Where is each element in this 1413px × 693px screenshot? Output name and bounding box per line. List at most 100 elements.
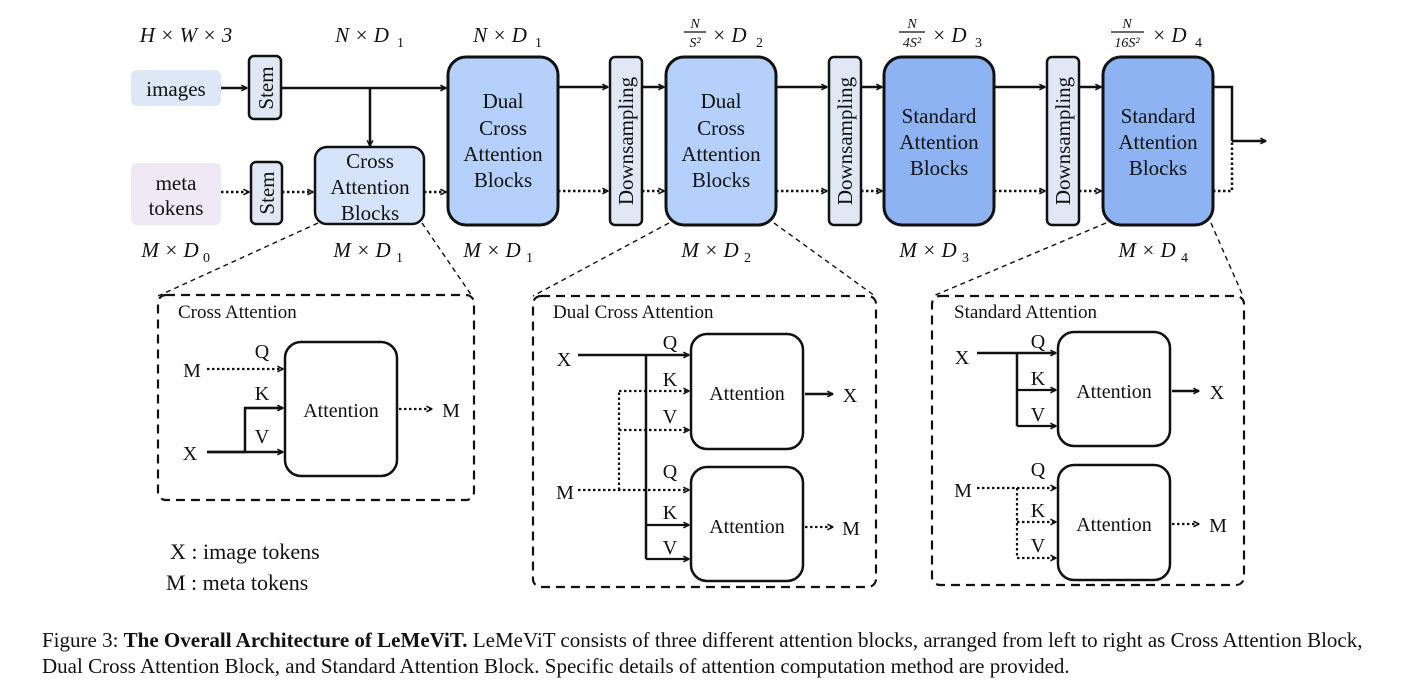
dual-v-bottom: V xyxy=(663,537,678,559)
panel-standard-attention: Standard Attention Attention Attention X… xyxy=(930,294,1246,587)
cross-attention-unit xyxy=(283,340,399,478)
zoom-line-dual-left xyxy=(532,222,670,297)
std-q-bottom: Q xyxy=(1031,459,1046,481)
dim-bottom-stage1-sub: 1 xyxy=(526,251,533,266)
zoom-line-cross-left xyxy=(157,222,319,297)
dual1-label-4: Blocks xyxy=(474,168,532,192)
dim-top-stage3: N 4S² × D 3 xyxy=(899,17,982,51)
cross-output-m: M xyxy=(442,400,460,422)
dim-top-stage4: N 16S² × D 4 xyxy=(1111,17,1202,51)
dim-bottom-stage2-sub: 2 xyxy=(744,251,751,266)
dim-bottom-cross-main: M × D xyxy=(332,238,390,262)
dim-bottom-stage4: M × D 4 xyxy=(1117,238,1188,266)
std-attention-unit-bottom xyxy=(1056,463,1172,582)
dual-attention-bottom-label: Attention xyxy=(709,516,785,538)
std-output-m: M xyxy=(1209,515,1227,537)
dual1-label-2: Cross xyxy=(479,116,527,140)
std2-label-3: Blocks xyxy=(1129,156,1187,180)
dim-bottom-stage1-main: M × D xyxy=(462,238,520,262)
panel-std-border xyxy=(930,294,1246,587)
dim-bottom-stage3-main: M × D xyxy=(898,238,956,262)
std1-label-2: Attention xyxy=(899,130,979,154)
dual-input-x: X xyxy=(557,349,572,371)
dim-top-stage3-den: 4S² xyxy=(903,36,922,51)
caption-label: Figure 3: xyxy=(42,628,124,652)
panel-std-title: Standard Attention xyxy=(954,302,1098,323)
meta-tokens-input-box xyxy=(131,163,221,225)
images-label: images xyxy=(146,77,205,101)
dim-top-stem-main: N × D xyxy=(334,23,389,47)
zoom-line-dual-right xyxy=(773,222,876,297)
images-input-box xyxy=(131,70,221,106)
downsampling-3 xyxy=(1045,55,1081,227)
dim-top-stage4-num: N xyxy=(1121,17,1132,32)
dual-output-x: X xyxy=(843,385,858,407)
stem-image-label: Stem xyxy=(254,66,278,109)
dual-q-top: Q xyxy=(663,332,678,354)
dim-bottom-stage1: M × D 1 xyxy=(462,238,533,266)
dim-top-stem-sub: 1 xyxy=(397,36,404,51)
dim-bottom-input: M × D 0 xyxy=(140,238,210,266)
architecture-diagram: images meta tokens Stem Stem Cross Atten… xyxy=(131,17,1413,595)
caption-title: The Overall Architecture of LeMeViT. xyxy=(123,628,468,652)
std-v-bottom: V xyxy=(1031,535,1046,557)
standard-attention-block-1 xyxy=(882,55,996,227)
std-v-top: V xyxy=(1031,404,1046,426)
panel-dual-title: Dual Cross Attention xyxy=(553,302,714,323)
dim-top-stage2: N S² × D 2 xyxy=(684,17,763,51)
std1-label-3: Blocks xyxy=(910,156,968,180)
panel-cross-border xyxy=(156,293,476,502)
downsampling-1-label: Downsampling xyxy=(614,76,638,205)
legend-m: M : meta tokens xyxy=(166,570,308,595)
cross-attention-unit-label: Attention xyxy=(303,400,379,422)
legend-x: X : image tokens xyxy=(170,539,320,564)
panel-cross-title: Cross Attention xyxy=(178,302,297,323)
dim-bottom-stage2-main: M × D xyxy=(680,238,738,262)
dual-attention-top-label: Attention xyxy=(709,383,785,405)
zoom-line-std-left xyxy=(932,222,1107,297)
dim-top-stem: N × D 1 xyxy=(334,23,404,51)
std-k-bottom: K xyxy=(1031,500,1046,522)
dual2-label-1: Dual xyxy=(701,89,742,113)
dual-k-bottom: K xyxy=(663,502,678,524)
meta-label-line2: tokens xyxy=(149,196,204,220)
cross-input-m: M xyxy=(183,360,201,382)
cross-q-label: Q xyxy=(255,341,270,363)
zoom-line-std-right xyxy=(1210,222,1244,297)
dual2-label-2: Cross xyxy=(697,116,745,140)
dual1-label-3: Attention xyxy=(463,142,543,166)
cross-v-label: V xyxy=(255,426,270,448)
cross-block-label-2: Attention xyxy=(330,175,410,199)
dim-top-stage2-sub: 2 xyxy=(756,36,763,51)
dim-top-stage2-den: S² xyxy=(689,36,701,51)
dual-attention-unit-top xyxy=(689,332,805,451)
dual-q-bottom: Q xyxy=(663,461,678,483)
dim-bottom-stage4-sub: 4 xyxy=(1181,251,1188,266)
dim-bottom-stage3-sub: 3 xyxy=(962,251,969,266)
dim-top-stage4-d: × D xyxy=(1152,23,1187,47)
cross-line-k xyxy=(207,406,283,454)
std1-label-1: Standard xyxy=(902,104,977,128)
std-attention-top-label: Attention xyxy=(1076,381,1152,403)
panel-dual-cross-attention: Dual Cross Attention Attention Attention… xyxy=(531,294,878,589)
dual2-label-4: Blocks xyxy=(692,168,750,192)
dim-top-stage3-num: N xyxy=(906,17,917,32)
dual-output-m: M xyxy=(842,518,860,540)
dual1-label-1: Dual xyxy=(483,89,524,113)
std2-label-2: Attention xyxy=(1118,130,1198,154)
downsampling-2 xyxy=(827,55,863,227)
output-meta-line xyxy=(1213,141,1234,193)
dual-attention-unit-bottom xyxy=(689,465,805,583)
dim-top-stage1: N × D 1 xyxy=(472,23,542,51)
cross-attention-block xyxy=(313,145,426,226)
stem-meta-label: Stem xyxy=(255,171,279,214)
std-attention-bottom-label: Attention xyxy=(1076,514,1152,536)
cross-k-label: K xyxy=(255,383,270,405)
dim-bottom-input-sub: 0 xyxy=(203,251,210,266)
output-image-line xyxy=(1213,85,1234,141)
cross-block-label-3: Blocks xyxy=(341,201,399,225)
dim-top-stage4-sub: 4 xyxy=(1195,36,1202,51)
dual-k-top: K xyxy=(663,369,678,391)
panel-cross-attention: Cross Attention Attention M Q X K V M xyxy=(156,293,476,502)
cross-block-label-1: Cross xyxy=(346,149,394,173)
